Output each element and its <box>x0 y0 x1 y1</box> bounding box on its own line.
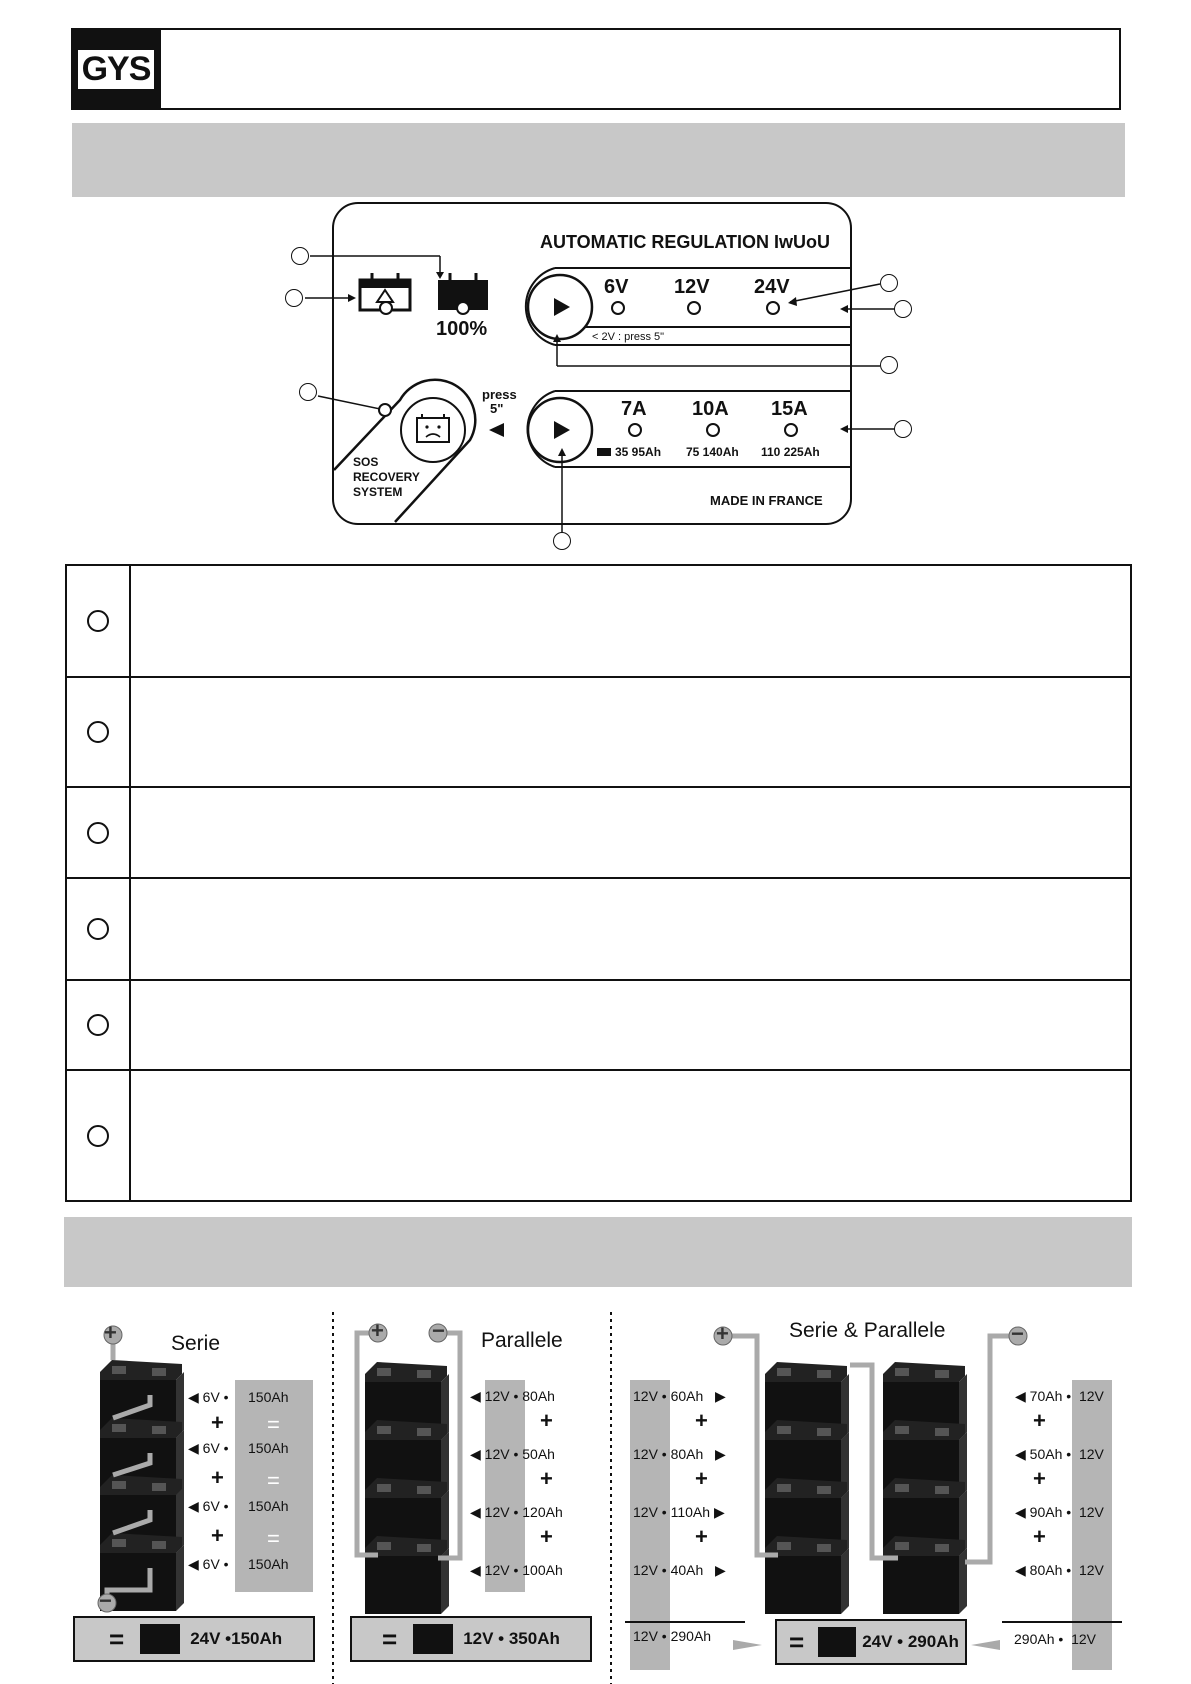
voltage-12v-label: 12V <box>674 276 710 298</box>
serie-volt-2: ◀ 6V • <box>188 1440 229 1456</box>
press-time-label: 5" <box>490 401 504 416</box>
callout-circle <box>880 274 898 292</box>
callout-circle <box>285 289 303 307</box>
sp-right-row-2: ◀ 50Ah • 12V <box>1015 1446 1104 1462</box>
serie-equals: = <box>267 1526 280 1551</box>
made-in-label: MADE IN FRANCE <box>710 493 823 508</box>
row-number-circle <box>87 1124 109 1147</box>
serie-plus: + <box>211 1410 224 1435</box>
row-number-circle <box>87 918 109 940</box>
led-sos <box>378 403 392 417</box>
sp-right-row-3: ◀ 90Ah • 12V <box>1015 1504 1104 1520</box>
serie-ah-1: 150Ah <box>248 1389 289 1405</box>
panel-lines <box>305 255 895 537</box>
range-10a: 75 140Ah <box>686 445 739 459</box>
range-15a: 110 225Ah <box>761 445 820 459</box>
sp-right-plus: + <box>1033 1466 1046 1491</box>
parallele-row-1: ◀ 12V • 80Ah <box>470 1388 555 1404</box>
parallele-result-box: = 12V • 350Ah <box>350 1616 592 1662</box>
led-12v <box>687 301 701 315</box>
voltage-24v-label: 24V <box>754 276 790 298</box>
press-label: press <box>482 387 517 402</box>
battery-icon <box>413 1624 454 1654</box>
serie-volt-1: ◀ 6V • <box>188 1389 229 1405</box>
parallele-plus: + <box>540 1408 553 1433</box>
section-band-top <box>72 123 1125 197</box>
full-charge-label: 100% <box>436 318 488 340</box>
sp-left-plus: + <box>695 1408 708 1433</box>
serie-plus-terminal: + <box>104 1320 117 1345</box>
callout-circle <box>299 383 317 401</box>
parallele-row-2: ◀ 12V • 50Ah <box>470 1446 555 1462</box>
sp-plus-terminal: + <box>716 1321 729 1346</box>
current-7a-label: 7A <box>621 398 647 420</box>
sp-left-plus: + <box>695 1524 708 1549</box>
sp-right-row-1: ◀ 70Ah • 12V <box>1015 1388 1104 1404</box>
row-number-circle <box>87 1014 109 1036</box>
parallele-plus-terminal: + <box>371 1318 384 1343</box>
sp-left-row-1: 12V • 60Ah ▶ <box>633 1388 726 1404</box>
serie-parallele-result-box: = 24V • 290Ah <box>775 1619 967 1665</box>
panel-title: AUTOMATIC REGULATION IwUoU <box>540 232 830 252</box>
low-voltage-hint: < 2V : press 5" <box>592 331 665 343</box>
gys-logo: GYS <box>71 28 161 110</box>
current-15a-label: 15A <box>771 398 808 420</box>
callout-circle <box>894 300 912 318</box>
parallele-row-4: ◀ 12V • 100Ah <box>470 1562 563 1578</box>
led-defect <box>379 301 393 315</box>
serie-volt-3: ◀ 6V • <box>188 1498 229 1514</box>
sp-left-row-3: 12V • 110Ah ▶ <box>633 1504 725 1520</box>
sp-left-total: 12V • 290Ah <box>633 1628 712 1644</box>
sp-minus-terminal: − <box>1011 1321 1024 1346</box>
serie-equals: = <box>267 1412 280 1437</box>
led-10a <box>706 423 720 437</box>
led-6v <box>611 301 625 315</box>
current-10a-label: 10A <box>692 398 729 420</box>
serie-ah-2: 150Ah <box>248 1440 289 1456</box>
callout-circle <box>880 356 898 374</box>
parallele-plus: + <box>540 1466 553 1491</box>
sp-right-row-4: ◀ 80Ah • 12V <box>1015 1562 1104 1578</box>
serie-minus-terminal: − <box>99 1588 112 1613</box>
row-number-circle <box>87 821 109 844</box>
sp-left-row-4: 12V • 40Ah ▶ <box>633 1562 726 1578</box>
serie-equals: = <box>267 1468 280 1493</box>
battery-icon <box>140 1624 181 1654</box>
row-number-circle <box>87 721 109 743</box>
serie-ah-3: 150Ah <box>248 1498 289 1514</box>
section-band-bottom <box>64 1217 1132 1287</box>
serie-parallele-title: Serie & Parallele <box>789 1319 946 1342</box>
serie-result-box: = 24V •150Ah <box>73 1616 315 1662</box>
battery-wiring-diagram <box>97 1312 1122 1684</box>
sp-right-plus: + <box>1033 1524 1046 1549</box>
led-full-charge <box>456 301 470 315</box>
serie-plus: + <box>211 1465 224 1490</box>
led-24v <box>766 301 780 315</box>
serie-ah-4: 150Ah <box>248 1556 289 1572</box>
parallele-row-3: ◀ 12V • 120Ah <box>470 1504 563 1520</box>
serie-plus: + <box>211 1523 224 1548</box>
callout-circle <box>553 532 571 550</box>
control-panel <box>332 202 852 525</box>
sp-left-row-2: 12V • 80Ah ▶ <box>633 1446 726 1462</box>
battery-icon <box>818 1627 857 1657</box>
sp-right-total: 290Ah • 12V <box>1014 1631 1096 1647</box>
row-number-circle <box>87 610 109 632</box>
parallele-minus-terminal: − <box>432 1318 445 1343</box>
parallele-title: Parallele <box>481 1329 563 1352</box>
serie-title: Serie <box>171 1332 221 1355</box>
parallele-plus: + <box>540 1524 553 1549</box>
callout-circle <box>291 247 309 265</box>
sp-right-plus: + <box>1033 1408 1046 1433</box>
callout-circle <box>894 420 912 438</box>
led-7a <box>628 423 642 437</box>
sp-left-plus: + <box>695 1466 708 1491</box>
range-7a: 35 95Ah <box>615 445 662 459</box>
led-15a <box>784 423 798 437</box>
legend-table <box>65 564 1132 1202</box>
voltage-6v-label: 6V <box>604 276 629 298</box>
serie-volt-4: ◀ 6V • <box>188 1556 229 1572</box>
